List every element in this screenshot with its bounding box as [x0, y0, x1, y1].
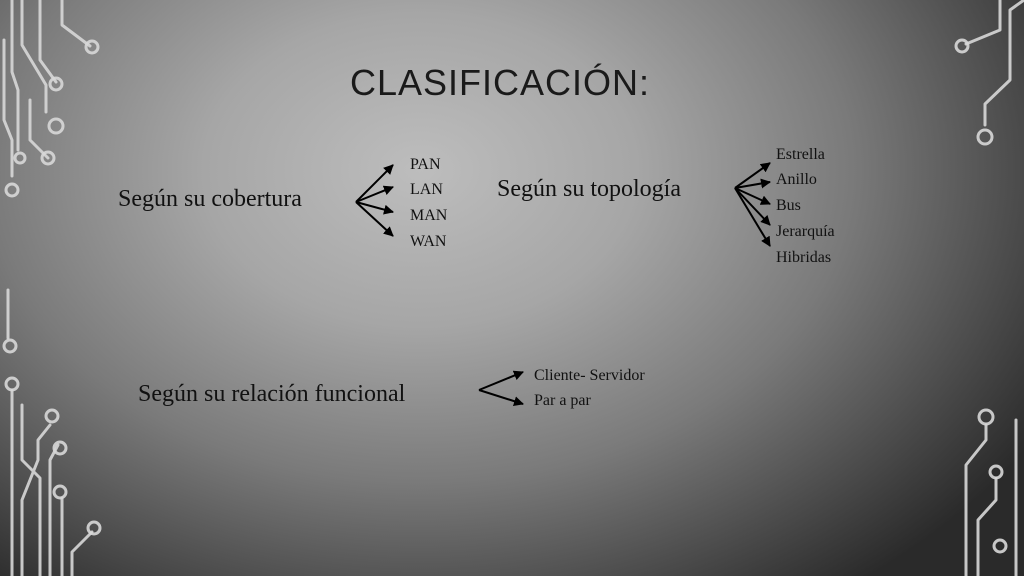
option-lan: LAN [410, 181, 443, 198]
option-cliente-servidor: Cliente- Servidor [534, 367, 645, 384]
option-bus: Bus [776, 197, 801, 214]
heading-topologia: Según su topología [497, 176, 681, 202]
heading-relacion-funcional: Según su relación funcional [138, 381, 406, 407]
arrow-cobertura-man [355, 201, 394, 215]
arrow-cobertura-pan [355, 164, 394, 203]
arrow-topologia-anillo [734, 178, 771, 189]
option-par-a-par: Par a par [534, 392, 591, 409]
option-jerarquia: Jerarquía [776, 223, 835, 240]
arrow-relacion-par [478, 389, 524, 407]
arrow-topologia-hibridas [734, 187, 771, 247]
option-estrella: Estrella [776, 146, 825, 163]
arrow-topologia-bus [734, 187, 771, 205]
option-anillo: Anillo [776, 171, 817, 188]
arrow-cobertura-wan [355, 201, 394, 237]
arrow-cobertura-lan [355, 185, 394, 203]
heading-cobertura: Según su cobertura [118, 186, 302, 212]
option-hibridas: Hibridas [776, 249, 832, 266]
option-pan: PAN [410, 156, 441, 173]
arrow-topologia-jerarquia [734, 187, 771, 226]
option-wan: WAN [410, 233, 447, 250]
arrow-topologia-estrella [734, 162, 771, 189]
slide-title: CLASIFICACIÓN: [350, 62, 651, 103]
arrow-relacion-cliente [478, 370, 524, 391]
option-man: MAN [410, 207, 448, 224]
